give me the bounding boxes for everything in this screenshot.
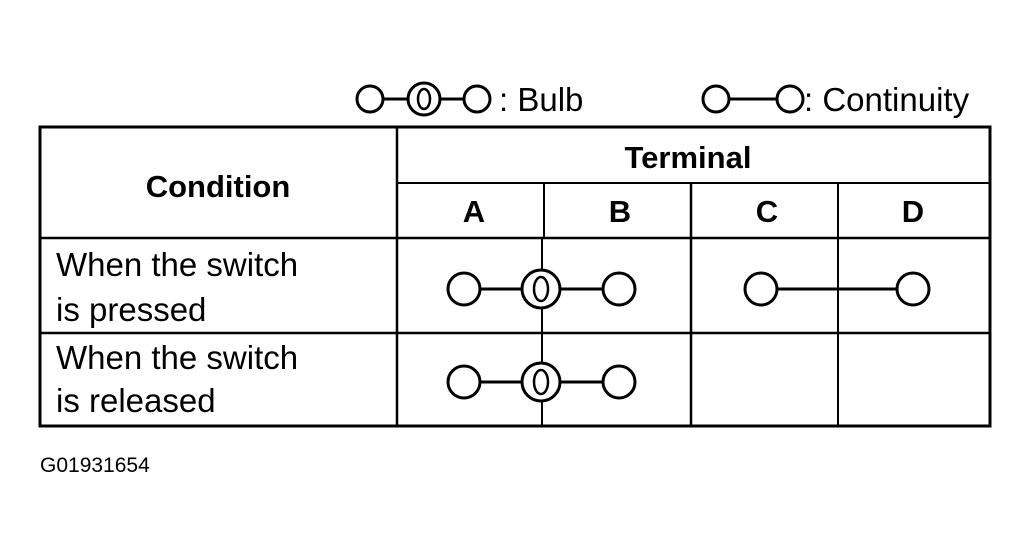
terminal-label-a: A	[463, 194, 485, 229]
terminal-label-b: B	[609, 194, 631, 229]
row-released-bulb-connection	[446, 361, 637, 403]
row-released-condition-line2: is released	[56, 382, 216, 419]
row-pressed-bulb-connection	[446, 268, 637, 310]
row-released-condition-line1: When the switch	[56, 339, 298, 376]
terminal-label-d: D	[902, 194, 924, 229]
legend-bulb-label: : Bulb	[499, 81, 583, 118]
legend-continuity-symbol	[701, 84, 805, 114]
row-pressed-condition-line2: is pressed	[56, 291, 206, 328]
terminal-header: Terminal	[625, 140, 752, 175]
legend-bulb-symbol	[355, 81, 492, 117]
row-pressed-continuity-connection	[743, 271, 931, 307]
figure-code: G01931654	[40, 454, 150, 477]
terminal-label-c: C	[756, 194, 778, 229]
condition-header: Condition	[146, 169, 291, 204]
legend-continuity-label: : Continuity	[804, 81, 970, 118]
row-pressed-condition-line1: When the switch	[56, 246, 298, 283]
legend: : Bulb : Continuity	[355, 81, 970, 118]
